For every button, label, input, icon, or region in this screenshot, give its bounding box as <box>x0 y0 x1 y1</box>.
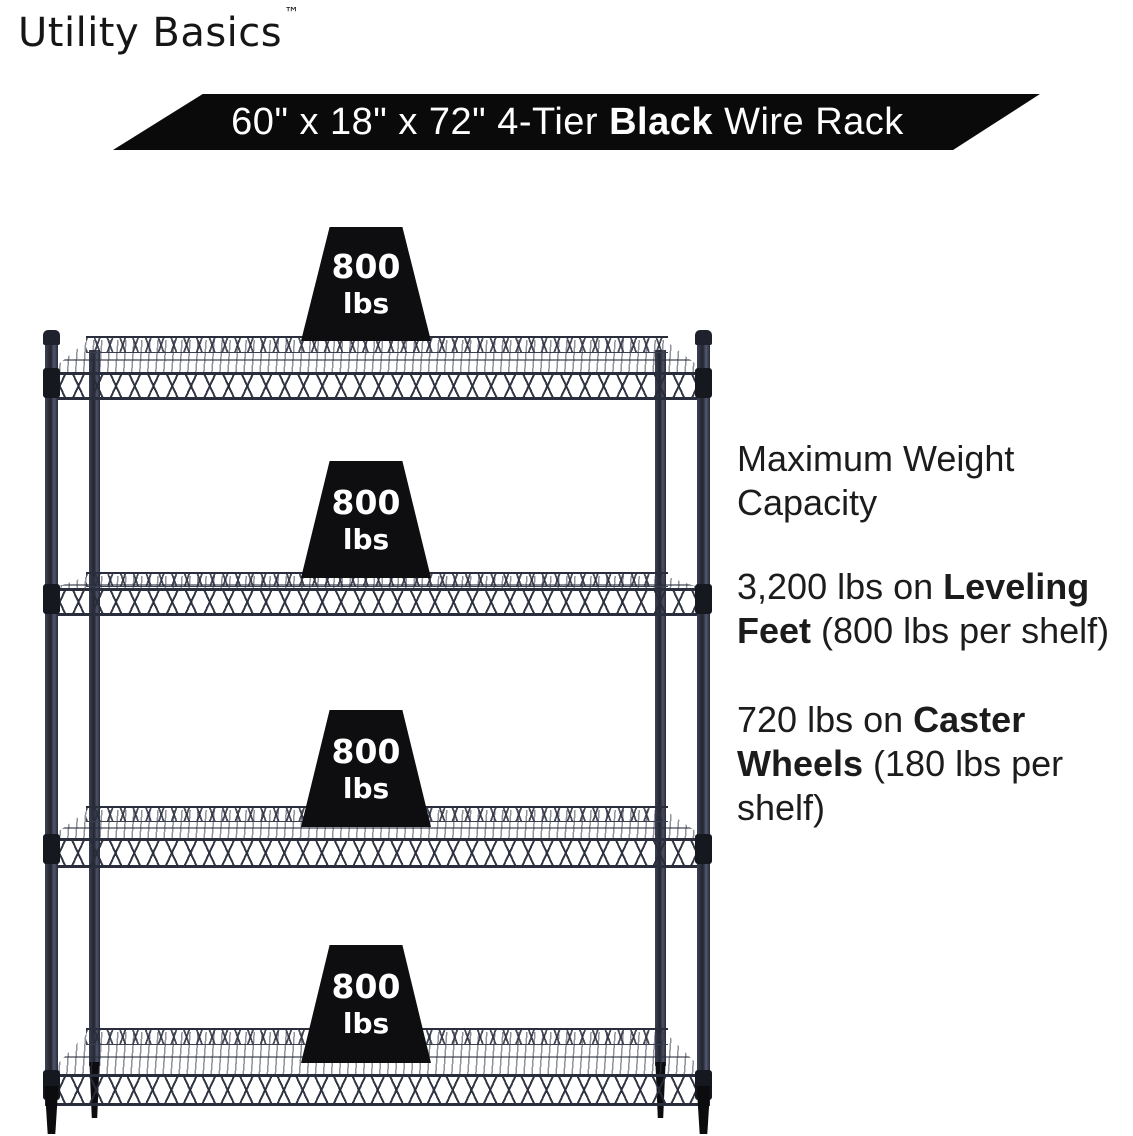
shelf-collar <box>43 834 60 864</box>
shelf-1-front-truss <box>45 372 710 400</box>
rack-post-front-left <box>45 338 58 1090</box>
rack-post-back-right <box>655 350 666 1066</box>
badge-capacity-unit: lbs <box>342 1007 390 1040</box>
badge-capacity-value: 800 <box>331 967 401 1006</box>
leveling-feet-capacity: 3,200 lbs on Leveling Feet (800 lbs per … <box>737 566 1110 651</box>
shelf-collar <box>43 584 60 614</box>
capacity-info: Maximum Weight Capacity 3,200 lbs on Lev… <box>737 437 1129 875</box>
shelf-collar <box>43 368 60 398</box>
rack-post-back-left <box>89 350 100 1066</box>
shelf-collar <box>695 834 712 864</box>
brand-name: Utility Basics <box>18 10 283 56</box>
shelf-1-wire-deck <box>45 340 710 375</box>
rack-post-front-right <box>697 338 710 1090</box>
shelf-3-front-truss <box>45 838 710 868</box>
product-title: 60" x 18" x 72" 4-Tier Black Wire Rack <box>231 100 904 143</box>
title-banner: 60" x 18" x 72" 4-Tier Black Wire Rack <box>112 94 1040 150</box>
caster-wheels-capacity: 720 lbs on Caster Wheels (180 lbs per sh… <box>737 699 1064 828</box>
leveling-foot-front-left <box>44 1086 59 1134</box>
capacity-heading: Maximum Weight Capacity <box>737 438 1015 523</box>
badge-capacity-unit: lbs <box>342 771 390 805</box>
trademark-symbol: ™ <box>284 4 300 22</box>
shelf-2-front-truss <box>45 588 710 616</box>
shelf-collar <box>695 584 712 614</box>
shelf-4-front-truss <box>45 1074 710 1106</box>
badge-capacity-value: 800 <box>331 247 401 286</box>
badge-capacity-unit: lbs <box>342 522 390 556</box>
leveling-foot-front-right <box>696 1086 711 1134</box>
post-cap-left <box>43 330 60 345</box>
shelf-collar <box>695 368 712 398</box>
badge-capacity-unit: lbs <box>342 287 390 320</box>
post-cap-right <box>695 330 712 345</box>
badge-capacity-value: 800 <box>331 731 401 771</box>
badge-capacity-value: 800 <box>331 482 401 522</box>
